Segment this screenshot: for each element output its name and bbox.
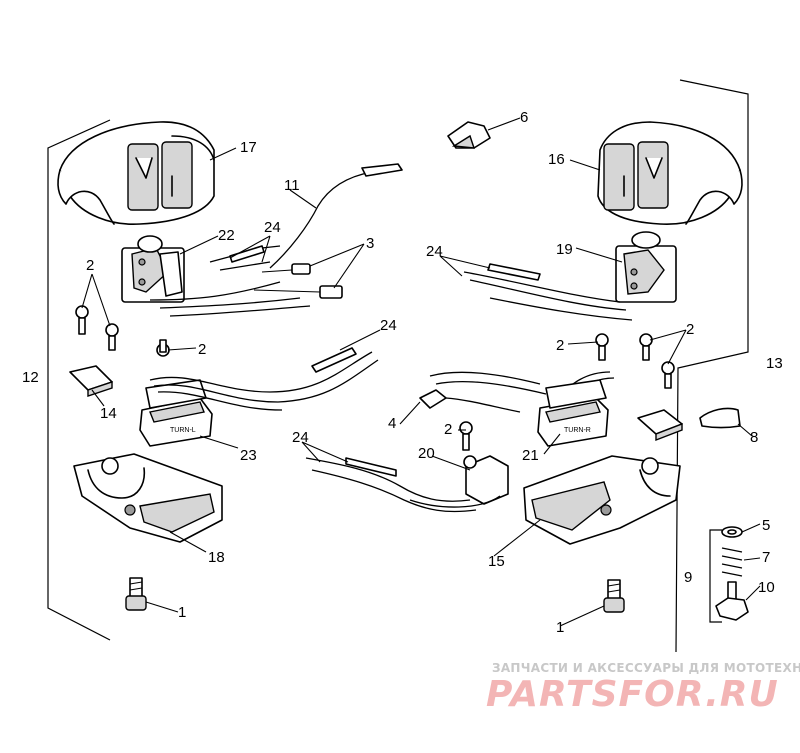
callout-1-right: 1 (556, 619, 564, 636)
screw-center (459, 421, 473, 451)
callout-14: 14 (100, 405, 117, 422)
callout-24-b: 24 (380, 317, 397, 334)
clip-6 (447, 121, 491, 149)
group-bracket-12 (47, 119, 111, 641)
right-harness-wires (463, 263, 633, 413)
callout-6: 6 (520, 109, 528, 126)
callout-2-e: 2 (444, 421, 452, 438)
right-switch-assembly-19 (615, 231, 677, 303)
clamp-plate-14 (69, 365, 113, 397)
callout-24-d: 24 (292, 429, 309, 446)
left-lower-housing-18 (73, 453, 223, 543)
watermark-logo: PARTSFOR.RU (486, 674, 779, 715)
screw-right-c (661, 361, 675, 389)
washer-5 (721, 526, 743, 538)
screw-right-b (639, 333, 653, 361)
right-upper-housing-16 (597, 121, 743, 225)
right-lower-switch-housing-21: TURN-R (537, 379, 609, 447)
left-upper-housing-17 (57, 121, 215, 225)
spring-7 (721, 547, 743, 577)
callout-24-a: 24 (264, 219, 281, 236)
callout-2-d: 2 (686, 321, 694, 338)
watermark-tagline: ЗАПЧАСТИ И АКСЕССУАРЫ ДЛЯ МОТОТЕХНИКИ (492, 661, 800, 675)
clamp-plate-right (637, 409, 683, 442)
leader-lines (81, 117, 761, 627)
connector-4 (419, 389, 521, 413)
plate-8 (699, 407, 741, 429)
callout-22: 22 (218, 227, 235, 244)
right-switch-mark: TURN-R (564, 427, 591, 434)
callout-8: 8 (750, 429, 758, 446)
wire-11 (269, 163, 403, 269)
left-switch-mark: TURN-L (170, 427, 196, 434)
callout-16: 16 (548, 151, 565, 168)
callout-23: 23 (240, 447, 257, 464)
callout-17: 17 (240, 139, 257, 156)
left-switch-assembly-22 (121, 235, 185, 303)
callout-1-left: 1 (178, 604, 186, 621)
screw-right-a (595, 333, 609, 361)
right-lower-housing-15 (523, 455, 681, 545)
callout-11: 11 (284, 177, 300, 194)
screw-left-a (75, 305, 89, 335)
left-bolt-1 (125, 577, 147, 611)
group-bracket-9 (709, 529, 722, 623)
relay-unit-20 (409, 455, 509, 508)
callout-13: 13 (766, 355, 783, 372)
callout-3: 3 (366, 235, 374, 252)
callout-2-a: 2 (86, 257, 94, 274)
callout-5: 5 (762, 517, 770, 534)
connectors-3 (253, 263, 343, 299)
callout-2-c: 2 (556, 337, 564, 354)
callout-18: 18 (208, 549, 225, 566)
knob-10 (715, 581, 749, 621)
group-bracket-13 (675, 79, 749, 653)
callout-10: 10 (758, 579, 775, 596)
callout-15: 15 (488, 553, 505, 570)
callout-20: 20 (418, 445, 435, 462)
callout-12: 12 (22, 369, 39, 386)
callout-19: 19 (556, 241, 573, 258)
center-harness-wires (305, 371, 547, 513)
screw-left-b (105, 323, 119, 351)
callout-7: 7 (762, 549, 770, 566)
callout-2-b: 2 (198, 341, 206, 358)
callout-21: 21 (522, 447, 539, 464)
left-harness-wires (149, 245, 379, 411)
callout-24-c: 24 (426, 243, 443, 260)
screw-left-c (156, 339, 170, 357)
callout-9: 9 (684, 569, 692, 586)
callout-4: 4 (388, 415, 396, 432)
right-bolt-1 (603, 579, 625, 613)
